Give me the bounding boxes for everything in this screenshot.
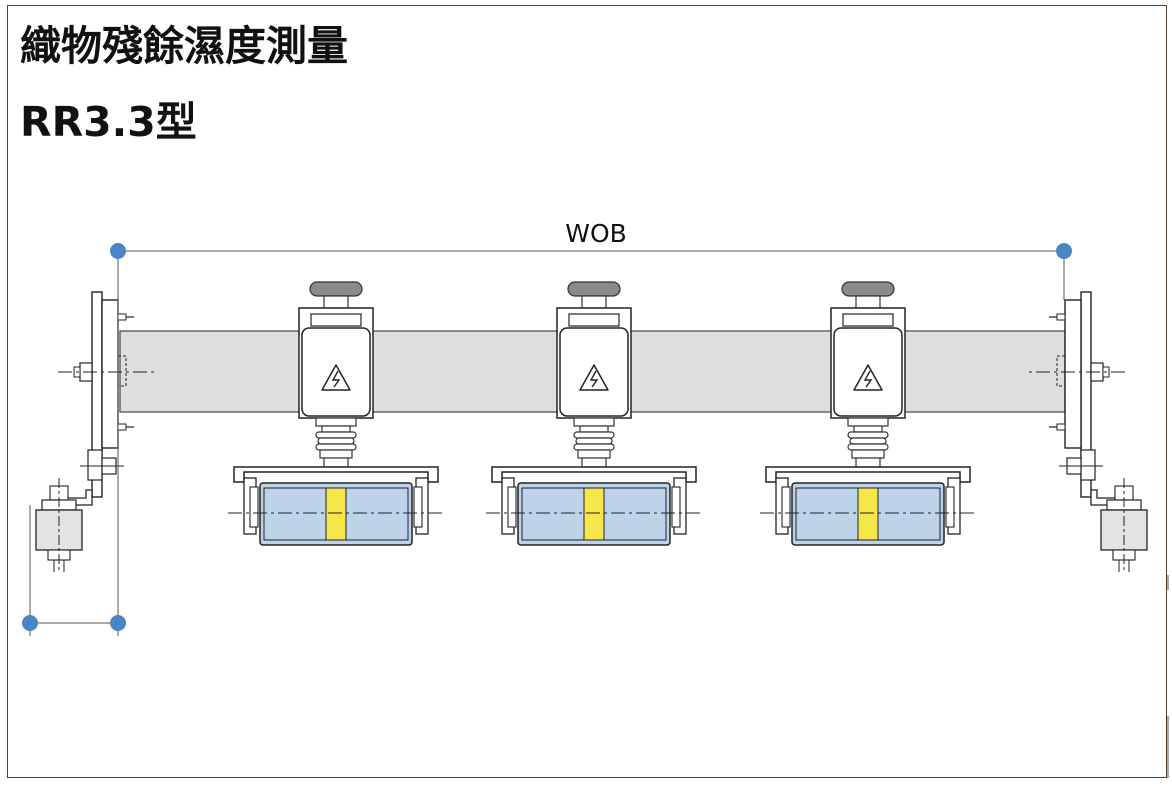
offset-point-left (22, 615, 38, 631)
dimension-point-left (110, 243, 126, 259)
dimension-point-right (1056, 243, 1072, 259)
model-title: RR3.3型 (20, 98, 197, 146)
sensor-unit-3 (759, 281, 977, 546)
offset-dimension (22, 505, 126, 636)
wob-dimension: WOB (110, 219, 1072, 636)
sensor-unit-2 (485, 281, 703, 546)
offset-point-right (110, 615, 126, 631)
wob-label: WOB (565, 219, 627, 248)
sensor-unit-1 (227, 281, 445, 546)
page-title: 織物殘餘濕度測量 (20, 22, 348, 70)
